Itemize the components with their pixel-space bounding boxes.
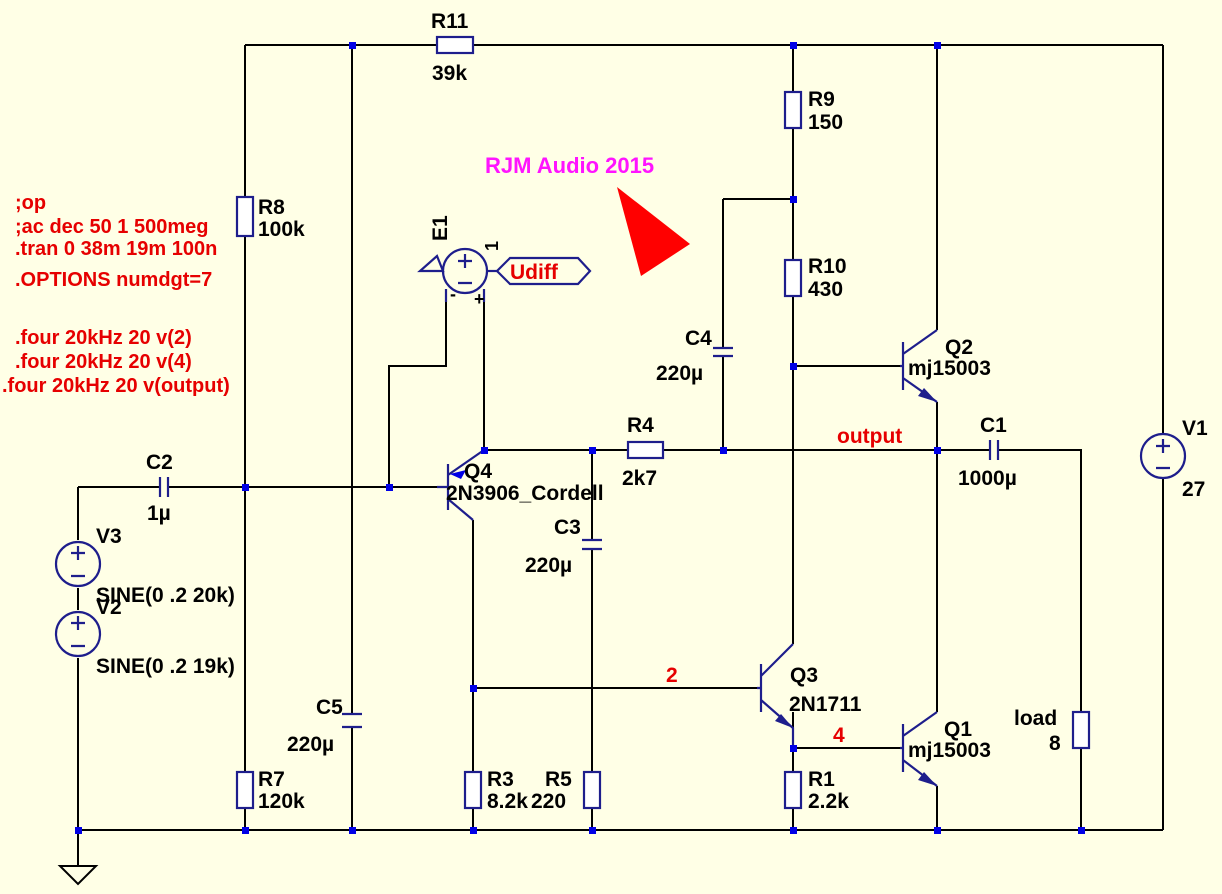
svg-text:R7: R7	[258, 768, 285, 791]
svg-text:39k: 39k	[432, 62, 467, 85]
capacitor-c5: C5 220µ	[287, 696, 362, 756]
capacitor-c3: C3 220µ	[525, 516, 602, 577]
svg-text:R8: R8	[258, 196, 285, 219]
resistor-r3: R3 8.2k	[463, 768, 528, 813]
svg-text:Udiff: Udiff	[510, 261, 559, 284]
svg-text:150: 150	[808, 111, 843, 134]
svg-text:2N3906_Cordell: 2N3906_Cordell	[446, 482, 604, 505]
svg-text:C1: C1	[980, 414, 1007, 437]
svg-text:SINE(0 .2 19k): SINE(0 .2 19k)	[96, 655, 235, 678]
source-v3: V3 SINE(0 .2 20k)	[54, 525, 235, 607]
resistor-r7: R7 120k	[235, 768, 305, 813]
svg-text:220µ: 220µ	[656, 362, 703, 385]
svg-text:220µ: 220µ	[287, 733, 334, 756]
resistor-r9: R9 150	[783, 88, 843, 134]
resistor-r10: R10 430	[783, 255, 847, 301]
directive-line: .OPTIONS numdgt=7	[15, 269, 212, 291]
svg-text:220: 220	[531, 790, 566, 813]
resistor-r5: R5 220	[531, 768, 602, 813]
svg-text:R1: R1	[808, 768, 835, 791]
transistor-q2: Q2 mj15003	[900, 329, 991, 403]
credit-text: RJM Audio 2015	[485, 153, 654, 178]
junctions	[75, 42, 1085, 834]
svg-text:1µ: 1µ	[147, 502, 171, 525]
svg-text:27: 27	[1182, 478, 1205, 501]
svg-text:-: -	[450, 284, 456, 304]
net-label-4: 4	[833, 724, 845, 747]
svg-text:Q4: Q4	[464, 460, 492, 483]
svg-text:R3: R3	[487, 768, 514, 791]
resistor-r1: R1 2.2k	[783, 768, 849, 813]
svg-text:V2: V2	[96, 596, 122, 619]
ground-icon	[57, 865, 99, 886]
svg-text:V1: V1	[1182, 417, 1208, 440]
capacitor-c4: C4 220µ	[656, 327, 733, 385]
source-v2: V2 SINE(0 .2 19k)	[54, 596, 235, 678]
source-v1: V1 27	[1139, 417, 1208, 501]
svg-text:8.2k: 8.2k	[487, 790, 528, 813]
directive-line: .four 20kHz 20 v(2)	[15, 327, 192, 349]
svg-text:120k: 120k	[258, 790, 305, 813]
svg-text:430: 430	[808, 278, 843, 301]
svg-text:V3: V3	[96, 525, 122, 548]
svg-text:R11: R11	[431, 10, 469, 33]
directive-line: .tran 0 38m 19m 100n	[15, 238, 217, 260]
svg-text:C3: C3	[554, 516, 581, 539]
svg-text:mj15003: mj15003	[908, 357, 991, 380]
transistor-q4: Q4 2N3906_Cordell	[437, 449, 604, 521]
capacitor-c2: C2 1µ	[146, 451, 173, 525]
svg-text:E1: E1	[429, 215, 452, 241]
resistor-load: load 8	[1014, 707, 1091, 755]
spice-directives: ;op ;ac dec 50 1 500meg .tran 0 38m 19m …	[2, 192, 230, 397]
svg-text:C4: C4	[685, 327, 712, 350]
svg-text:2N1711: 2N1711	[789, 693, 862, 716]
resistor-r11: R11 39k	[431, 10, 475, 85]
udiff-net-label: Udiff	[495, 256, 592, 286]
net-label-output: output	[837, 425, 902, 448]
resistor-r8: R8 100k	[235, 195, 305, 241]
svg-text:SINE(0 .2 20k): SINE(0 .2 20k)	[96, 584, 235, 607]
directive-line: .four 20kHz 20 v(4)	[15, 351, 192, 373]
directive-line: .four 20kHz 20 v(output)	[2, 375, 230, 397]
wires	[77, 44, 1164, 866]
svg-text:2.2k: 2.2k	[808, 790, 849, 813]
svg-text:Q3: Q3	[790, 664, 818, 687]
svg-text:Q1: Q1	[944, 718, 972, 741]
svg-text:220µ: 220µ	[525, 554, 572, 577]
resistor-r4: R4 2k7	[622, 414, 665, 490]
svg-text:1: 1	[482, 241, 502, 251]
svg-text:2k7: 2k7	[622, 467, 657, 490]
directive-line: ;ac dec 50 1 500meg	[15, 216, 208, 238]
capacitor-c1: C1 1000µ	[958, 414, 1017, 490]
svg-text:C5: C5	[316, 696, 343, 719]
transistor-q1: Q1 mj15003	[900, 711, 991, 787]
svg-text:Q2: Q2	[945, 336, 973, 359]
red-triangle-logo	[617, 187, 690, 276]
svg-text:8: 8	[1049, 732, 1061, 755]
svg-text:100k: 100k	[258, 218, 305, 241]
svg-text:load: load	[1014, 707, 1057, 730]
svg-text:R9: R9	[808, 88, 835, 111]
svg-text:R5: R5	[545, 768, 572, 791]
svg-text:C2: C2	[146, 451, 173, 474]
svg-text:R4: R4	[627, 414, 654, 437]
svg-text:R10: R10	[808, 255, 847, 278]
directive-line: ;op	[15, 192, 46, 214]
net-label-2: 2	[666, 664, 678, 687]
svg-text:+: +	[474, 289, 485, 309]
svg-text:1000µ: 1000µ	[958, 467, 1017, 490]
probe-e1: E1 1 - +	[417, 215, 502, 309]
transistor-q3: Q3 2N1711	[757, 643, 862, 748]
svg-text:mj15003: mj15003	[908, 739, 991, 762]
